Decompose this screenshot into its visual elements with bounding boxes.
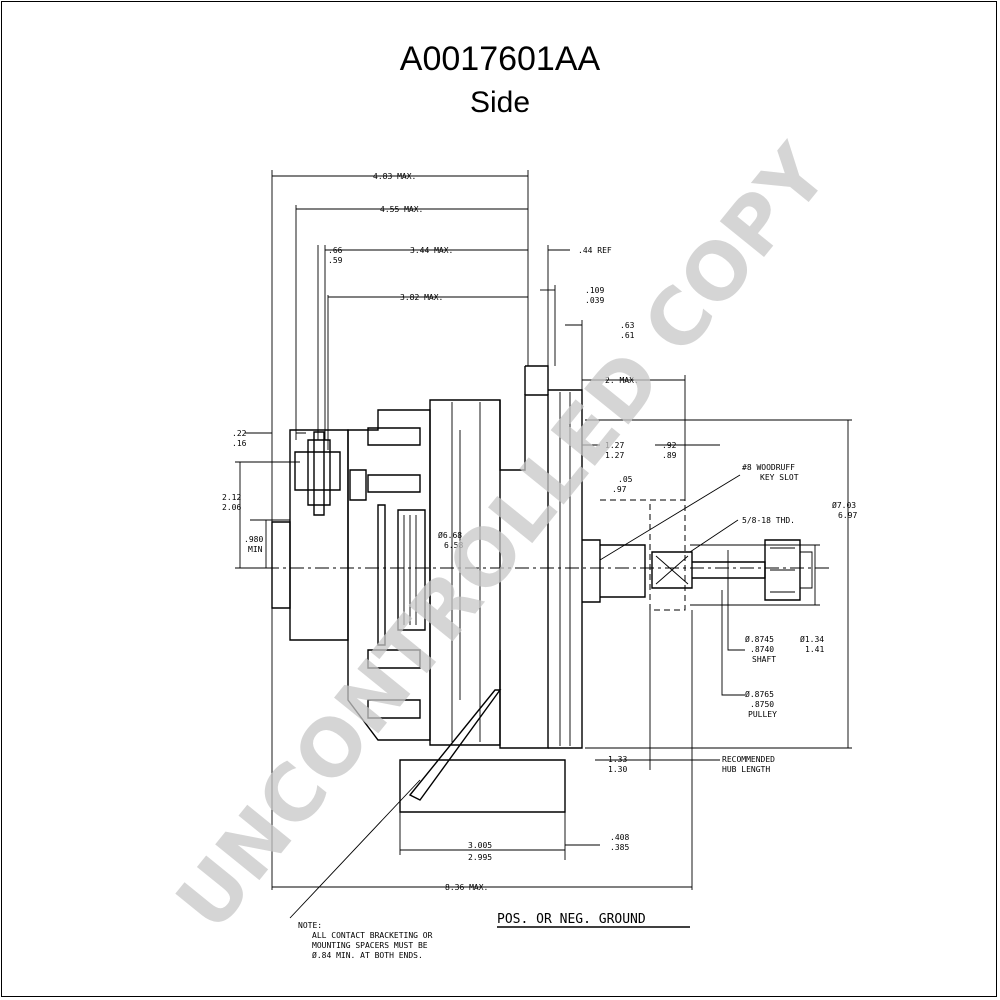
dim-6-58: 6.58 bbox=[444, 541, 463, 550]
note-line-2: MOUNTING SPACERS MUST BE bbox=[312, 941, 428, 950]
thread-label: 5/8-18 THD. bbox=[742, 516, 795, 525]
dim-shaft: SHAFT bbox=[752, 655, 776, 664]
dim-8745: Ø.8745 bbox=[745, 634, 774, 644]
ground-label: POS. OR NEG. GROUND bbox=[497, 912, 646, 927]
dim-63: .63 bbox=[620, 321, 635, 330]
note-heading: NOTE: bbox=[298, 921, 322, 930]
view-subtitle: Side bbox=[469, 86, 531, 119]
dim-97: .97 bbox=[612, 485, 627, 494]
dim-408: .408 bbox=[610, 833, 629, 842]
dim-05: .05 bbox=[618, 475, 633, 484]
dim-8-36: 8.36 MAX. bbox=[445, 883, 488, 892]
dim-8750: .8750 bbox=[750, 700, 774, 709]
dim-2-12: 2.12 bbox=[222, 493, 241, 502]
dim-hub-length: HUB LENGTH bbox=[722, 765, 770, 774]
callouts: #8 WOODRUFF KEY SLOT 5/8-18 THD. bbox=[742, 463, 799, 525]
note-block: NOTE: ALL CONTACT BRACKETING OR MOUNTING… bbox=[298, 921, 433, 960]
dim-6-97: 6.97 bbox=[838, 511, 857, 520]
dim-6-68: Ø6.68 bbox=[438, 530, 462, 540]
dim-pulley: PULLEY bbox=[748, 710, 777, 719]
note-line-1: ALL CONTACT BRACKETING OR bbox=[312, 931, 433, 940]
dim-92: .92 bbox=[662, 441, 677, 450]
dim-recommended: RECOMMENDED bbox=[722, 755, 775, 764]
dim-2-max: 2. MAX. bbox=[605, 376, 639, 385]
part-number-title: A0017601AA bbox=[399, 40, 601, 78]
dimension-lines bbox=[235, 170, 852, 919]
dim-1-33: 1.33 bbox=[608, 755, 627, 764]
dim-1-34: Ø1.34 bbox=[800, 634, 824, 644]
dim-59: .59 bbox=[328, 256, 343, 265]
dim-66: .66 bbox=[328, 246, 343, 255]
woodruff-label-1: #8 WOODRUFF bbox=[742, 463, 795, 472]
dim-385: .385 bbox=[610, 843, 629, 852]
dim-8740: .8740 bbox=[750, 645, 774, 654]
dim-1-27-a: 1.27 bbox=[605, 441, 624, 450]
dim-7-03: Ø7.03 bbox=[832, 500, 856, 510]
dim-1-27-b: 1.27 bbox=[605, 451, 624, 460]
dim-44-ref: .44 REF bbox=[578, 246, 612, 255]
dim-4-55: 4.55 MAX. bbox=[380, 205, 423, 214]
dim-4-83: 4.83 MAX. bbox=[373, 172, 416, 181]
note-line-3: Ø.84 MIN. AT BOTH ENDS. bbox=[312, 950, 423, 960]
dim-61: .61 bbox=[620, 331, 635, 340]
dim-89: .89 bbox=[662, 451, 677, 460]
dim-039: .039 bbox=[585, 296, 604, 305]
dim-980: .980 bbox=[244, 535, 263, 544]
dim-2-06: 2.06 bbox=[222, 503, 241, 512]
dimension-labels: 4.83 MAX. 4.55 MAX. 3.44 MAX. 3.82 MAX. … bbox=[222, 172, 857, 892]
dim-3-005: 3.005 bbox=[468, 841, 492, 850]
dim-1-30: 1.30 bbox=[608, 765, 627, 774]
dim-2-995: 2.995 bbox=[468, 853, 492, 862]
woodruff-label-2: KEY SLOT bbox=[760, 473, 799, 482]
dim-109: .109 bbox=[585, 286, 604, 295]
dim-8765: Ø.8765 bbox=[745, 689, 774, 699]
dim-3-44: 3.44 MAX. bbox=[410, 246, 453, 255]
dim-3-82: 3.82 MAX. bbox=[400, 293, 443, 302]
alternator-outline bbox=[271, 365, 813, 813]
dim-22: .22 bbox=[232, 429, 247, 438]
dim-1-41: 1.41 bbox=[805, 645, 824, 654]
dim-16: .16 bbox=[232, 439, 247, 448]
dim-min: MIN bbox=[248, 545, 263, 554]
